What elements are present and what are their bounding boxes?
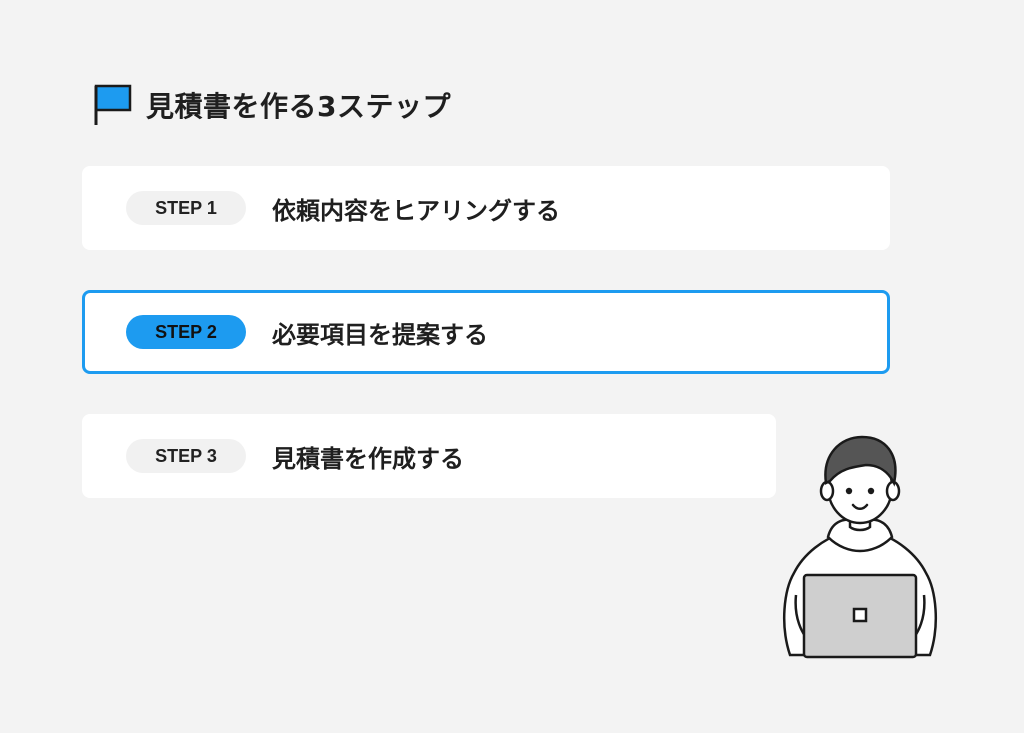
person-with-laptop-icon	[782, 435, 938, 659]
page-heading: 見積書を作る3ステップ	[92, 84, 451, 126]
page-title: 見積書を作る3ステップ	[146, 90, 451, 123]
flag-icon	[94, 84, 132, 125]
step-badge-3: STEP 3	[126, 439, 246, 473]
step-card-2[interactable]: STEP 2 必要項目を提案する	[82, 290, 890, 374]
step-label-3: 見積書を作成する	[272, 444, 464, 473]
step-label-1: 依頼内容をヒアリングする	[272, 196, 560, 225]
step-badge-2: STEP 2	[126, 315, 246, 349]
step-label-2: 必要項目を提案する	[272, 320, 488, 349]
step-card-3[interactable]: STEP 3 見積書を作成する	[82, 414, 776, 498]
step-card-1[interactable]: STEP 1 依頼内容をヒアリングする	[82, 166, 890, 250]
step-badge-1: STEP 1	[126, 191, 246, 225]
